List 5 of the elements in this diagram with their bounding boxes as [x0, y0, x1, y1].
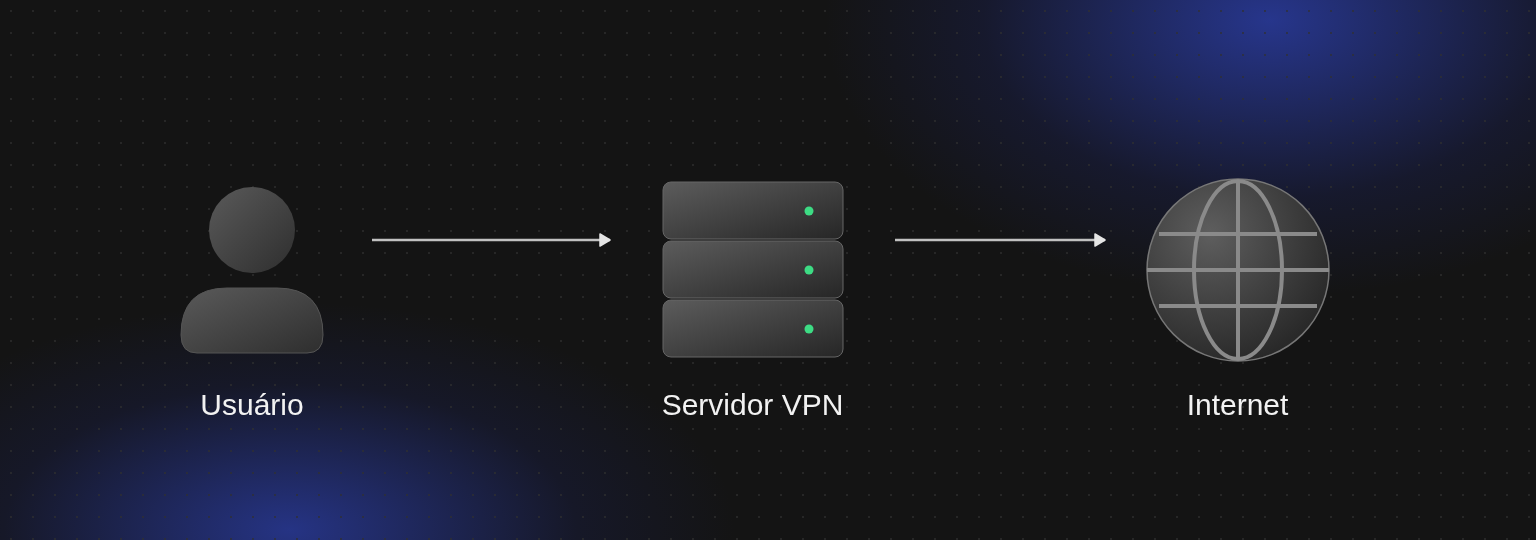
arrow: [895, 233, 1106, 247]
node-label: Usuário: [200, 390, 304, 423]
node-label: Servidor VPN: [661, 390, 844, 423]
node-label: Internet: [1186, 390, 1289, 423]
arrow: [372, 233, 611, 247]
